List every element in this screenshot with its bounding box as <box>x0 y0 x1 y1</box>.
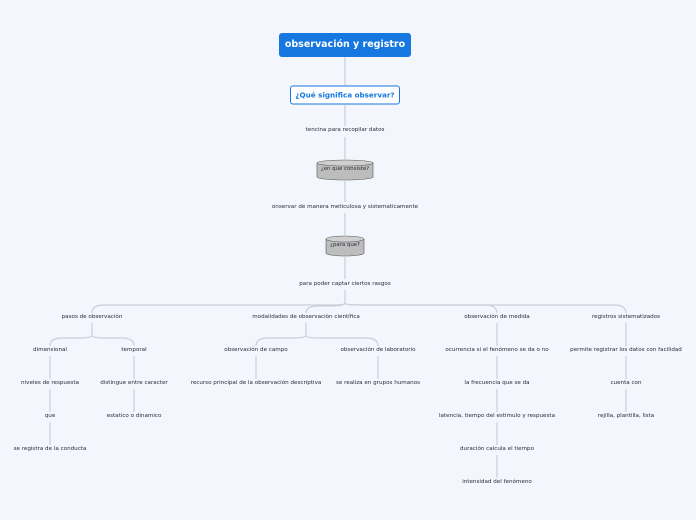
registros-item-2[interactable]: cuenta con <box>610 380 642 387</box>
medida-item-3[interactable]: latencia, tiempo del estimulo y respuest… <box>438 413 556 420</box>
link-hub-pasos <box>91 302 346 314</box>
link-mod-lab <box>305 334 379 347</box>
chain-node-c1[interactable]: tencina para recopilar datos <box>305 127 385 134</box>
branch-medida[interactable]: observación de medida <box>464 314 530 321</box>
link-pasos-dimensional <box>49 334 93 347</box>
branch-registros[interactable]: registros sistematizados <box>591 314 661 321</box>
question-node-q1[interactable]: ¿en que consiste? <box>316 159 374 181</box>
registros-item-3[interactable]: rejilla, plantilla, lista <box>597 413 655 420</box>
question-label-q2: ¿para que? <box>330 242 360 248</box>
medida-item-1[interactable]: ocurrencia si el fenómeno se da o no <box>445 347 549 354</box>
dimensional-item-2[interactable]: que <box>44 413 56 420</box>
question-label-q1: ¿en que consiste? <box>320 166 370 172</box>
branch-pasos[interactable]: pasos de observación <box>61 314 123 321</box>
modalidades-campo[interactable]: observación de campo <box>224 347 288 354</box>
medida-item-5[interactable]: intensidad del fenómeno <box>462 479 532 486</box>
pasos-temporal[interactable]: temporal <box>121 347 147 354</box>
medida-item-4[interactable]: duración calcula el tiempo <box>459 446 535 453</box>
chain-node-c3[interactable]: para poder captar ciertos rasgos <box>299 281 391 288</box>
question-node-q2[interactable]: ¿para que? <box>325 235 365 257</box>
dimensional-item-3[interactable]: se registra de la conducta <box>13 446 87 453</box>
temporal-item-2[interactable]: estatico o dinamico <box>106 413 162 420</box>
link-mod-campo <box>255 334 307 347</box>
link-hub-registros <box>344 302 627 314</box>
registros-item-1[interactable]: permite registrar los datos con facilida… <box>570 347 682 354</box>
laboratorio-item-1[interactable]: se realiza en grupos humanos <box>335 380 421 387</box>
campo-item-1[interactable]: recurso principal de la observación desc… <box>190 380 322 387</box>
cylinder-shape <box>316 159 374 181</box>
temporal-item-1[interactable]: distingue entre caracter <box>100 380 168 387</box>
pasos-dimensional[interactable]: dimensional <box>33 347 67 354</box>
modalidades-laboratorio[interactable]: observación de laboratorio <box>340 347 416 354</box>
medida-item-2[interactable]: la frecuencia que se da <box>464 380 530 387</box>
root-topic[interactable]: observación y registro <box>279 33 411 57</box>
link-pasos-temporal <box>91 334 135 347</box>
branch-modalidades[interactable]: modalidades de observación científica <box>252 314 360 321</box>
link-hub-modalidades <box>305 302 346 314</box>
main-topic[interactable]: ¿Qué significa observar? <box>290 85 400 105</box>
dimensional-item-1[interactable]: niveles de respuesta <box>21 380 79 387</box>
chain-node-c2[interactable]: onservar de manera meticulosa y sistemat… <box>271 204 419 211</box>
cylinder-shape <box>325 235 365 257</box>
